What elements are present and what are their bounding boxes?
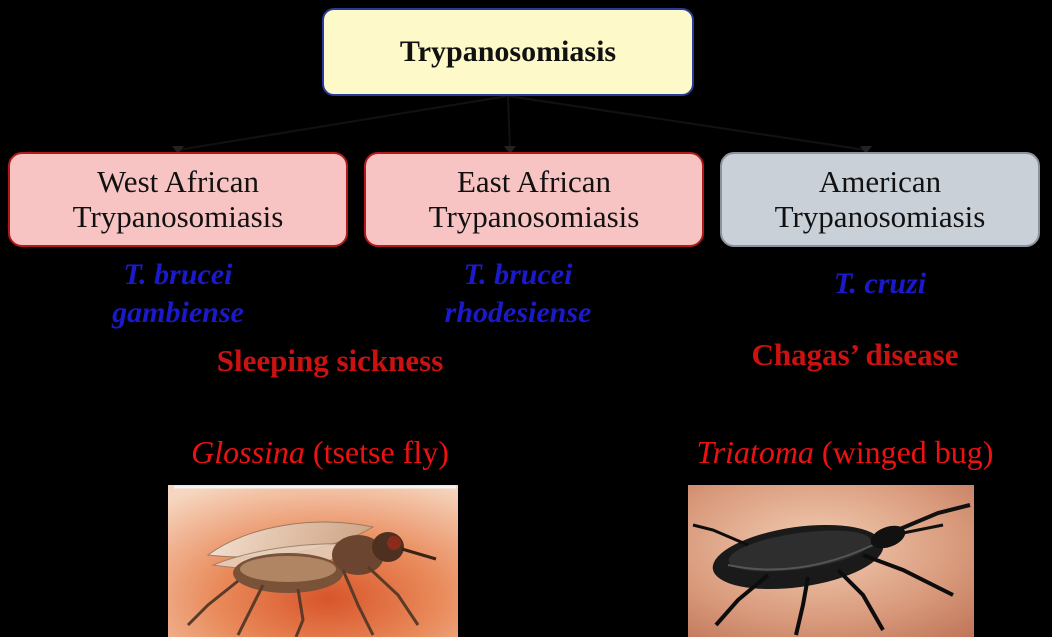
- node-american: American Trypanosomiasis: [720, 152, 1040, 247]
- root-label: Trypanosomiasis: [400, 35, 616, 69]
- species-gambiense: T. brucei gambiense: [8, 256, 348, 331]
- vector-glossina: Glossina (tsetse fly): [110, 434, 530, 471]
- vector-glossina-common: (tsetse fly): [305, 434, 449, 470]
- species-rhodesiense-line1: T. brucei: [348, 256, 688, 294]
- triatoma-bug-illustration: [688, 485, 974, 637]
- node-american-line1: American: [819, 165, 941, 200]
- node-west-line2: Trypanosomiasis: [73, 200, 284, 235]
- connector-east: [508, 96, 510, 150]
- connector-west: [178, 96, 508, 150]
- vector-triatoma-genus: Triatoma: [697, 434, 814, 470]
- triatoma-bug-photo: [688, 485, 974, 637]
- connector-american: [508, 96, 866, 150]
- species-rhodesiense-line2: rhodesiense: [348, 294, 688, 332]
- tsetse-fly-illustration: [168, 485, 458, 637]
- node-east-line2: Trypanosomiasis: [429, 200, 640, 235]
- tsetse-fly-photo: [168, 485, 458, 637]
- vector-glossina-genus: Glossina: [191, 434, 305, 470]
- species-gambiense-line1: T. brucei: [8, 256, 348, 294]
- species-rhodesiense: T. brucei rhodesiense: [348, 256, 688, 331]
- vector-triatoma: Triatoma (winged bug): [640, 434, 1050, 471]
- species-cruzi: T. cruzi: [720, 265, 1040, 303]
- node-american-line2: Trypanosomiasis: [775, 200, 986, 235]
- species-cruzi-line1: T. cruzi: [720, 265, 1040, 303]
- node-west-line1: West African: [97, 165, 259, 200]
- disease-chagas: Chagas’ disease: [690, 337, 1020, 373]
- node-west-african: West African Trypanosomiasis: [8, 152, 348, 247]
- root-node: Trypanosomiasis: [322, 8, 694, 96]
- disease-sleeping-sickness: Sleeping sickness: [120, 343, 540, 379]
- vector-triatoma-common: (winged bug): [814, 434, 994, 470]
- node-east-african: East African Trypanosomiasis: [364, 152, 704, 247]
- species-gambiense-line2: gambiense: [8, 294, 348, 332]
- node-east-line1: East African: [457, 165, 611, 200]
